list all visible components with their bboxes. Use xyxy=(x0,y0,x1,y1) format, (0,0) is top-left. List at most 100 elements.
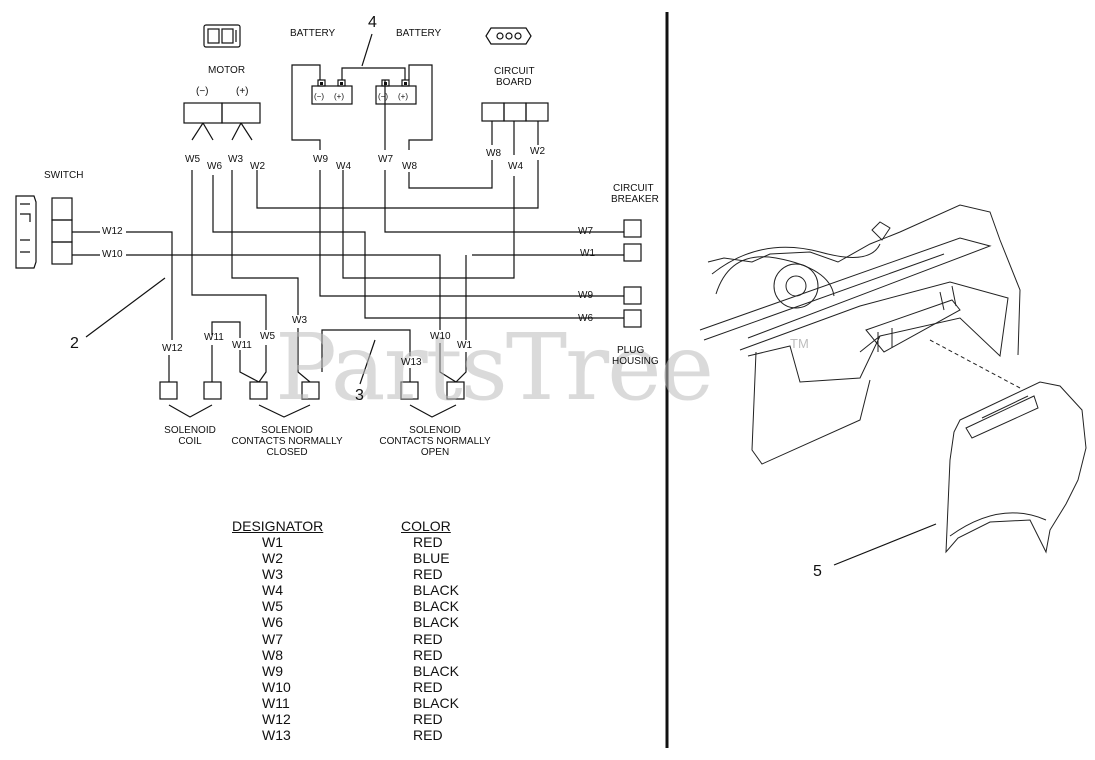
legend-designator-column: W1 W2 W3 W4 W5 W6 W7 W8 W9 W10 W11 W12 W… xyxy=(262,534,312,743)
wire-label: W8 xyxy=(486,148,501,159)
wire-label: W7 xyxy=(578,226,593,237)
legend-designator: W13 xyxy=(262,727,291,744)
switch-label: SWITCH xyxy=(44,170,84,181)
callout-2: 2 xyxy=(70,335,79,352)
legend-designator: W10 xyxy=(262,678,291,695)
legend-designator: W1 xyxy=(262,534,283,550)
wire-label: W1 xyxy=(580,248,595,259)
callout-3-leader xyxy=(359,339,376,385)
wire-label: W3 xyxy=(228,154,243,165)
circuit-board-label-1: CIRCUIT xyxy=(494,66,535,77)
wire-label: W10 xyxy=(102,249,123,260)
legend-designator: W12 xyxy=(262,711,291,728)
plug-housing-label-2: HOUSING xyxy=(612,356,659,367)
legend-designator: W2 xyxy=(262,550,283,567)
plug-housing-label-1: PLUG xyxy=(617,345,645,356)
motor-plus-label: (+) xyxy=(236,86,249,97)
legend-color: RED xyxy=(413,630,443,647)
wire-label: W7 xyxy=(378,154,393,165)
board-terminal-1 xyxy=(481,102,505,122)
wire-label: W2 xyxy=(530,146,545,157)
wire-label: W9 xyxy=(578,290,593,301)
battery-left-pos: (+) xyxy=(334,92,344,101)
wire-label: W10 xyxy=(430,331,451,342)
legend-color: BLACK xyxy=(413,598,459,615)
legend-color: BLACK xyxy=(413,694,459,711)
wire-label: W11 xyxy=(204,332,224,343)
legend-color: BLACK xyxy=(413,614,459,631)
solenoid-coil-label-1: SOLENOID xyxy=(164,425,216,436)
watermark: PartsTree xyxy=(275,314,714,421)
callout-5: 5 xyxy=(813,563,822,580)
legend-designator: W7 xyxy=(262,630,283,647)
legend-color: RED xyxy=(413,566,443,583)
board-terminal-3 xyxy=(525,102,549,122)
legend-designator: W11 xyxy=(262,694,290,711)
solenoid-no-label-2: CONTACTS NORMALLY xyxy=(379,436,491,447)
callout-2-leader xyxy=(85,277,166,338)
legend-designator: W4 xyxy=(262,582,283,599)
battery-right-label: BATTERY xyxy=(396,28,442,39)
legend-color: RED xyxy=(413,678,443,695)
legend-designator: W8 xyxy=(262,646,283,663)
circuit-breaker-label-1: CIRCUIT xyxy=(613,183,654,194)
solenoid-coil-label-2: COIL xyxy=(178,436,202,447)
callout-5-leader xyxy=(833,523,937,566)
mower-illustration xyxy=(699,204,1087,554)
legend-color: RED xyxy=(413,534,443,550)
wire-label: W3 xyxy=(292,315,307,326)
battery-left-neg: (−) xyxy=(314,92,324,101)
wire-label: W1 xyxy=(457,340,472,351)
legend-color-column: RED BLUE RED BLACK BLACK BLACK RED RED B… xyxy=(413,534,473,743)
battery-right-neg: (−) xyxy=(378,92,388,101)
wire-label: W2 xyxy=(250,161,265,172)
battery-right xyxy=(375,85,417,105)
motor-label: MOTOR xyxy=(208,65,246,76)
wire-label: W5 xyxy=(185,154,200,165)
legend-color: BLACK xyxy=(413,662,459,679)
motor-minus-label: (−) xyxy=(196,86,209,97)
circuit-board-connector-icon xyxy=(485,27,532,45)
legend-color: BLUE xyxy=(413,550,450,567)
wire-label: W12 xyxy=(162,343,183,354)
wire-label: W8 xyxy=(402,161,417,172)
wire-label: W4 xyxy=(508,161,523,172)
switch-icon xyxy=(15,195,37,269)
cb-terminal-2 xyxy=(623,243,642,262)
plug-terminal-1 xyxy=(623,286,642,305)
board-terminal-2 xyxy=(503,102,527,122)
wire-label: W6 xyxy=(207,161,222,172)
solenoid-nc-label-3: CLOSED xyxy=(266,447,308,458)
motor-connector-icon xyxy=(203,24,241,48)
wire-label: W6 xyxy=(578,313,593,324)
legend-designator: W5 xyxy=(262,598,283,615)
switch-body-1 xyxy=(51,197,73,221)
callout-3: 3 xyxy=(355,387,364,404)
wire-label: W4 xyxy=(336,161,351,172)
legend-designator-header: DESIGNATOR xyxy=(232,518,324,534)
solenoid-no-label-1: SOLENOID xyxy=(409,425,461,436)
solenoid-nc-label-2: CONTACTS NORMALLY xyxy=(231,436,343,447)
cb-terminal-1 xyxy=(623,219,642,238)
wire-label: W13 xyxy=(401,357,422,368)
watermark-tm: TM xyxy=(790,336,809,351)
legend-designator: W3 xyxy=(262,566,283,583)
solenoid-no-label-3: OPEN xyxy=(420,447,450,458)
wire-label: W11 xyxy=(232,340,252,351)
motor-terminal-neg xyxy=(183,102,223,124)
callout-4-leader xyxy=(361,33,373,67)
legend-color: RED xyxy=(413,727,443,744)
legend-color: BLACK xyxy=(413,582,459,599)
solenoid-nc-label-1: SOLENOID xyxy=(261,425,313,436)
callout-4: 4 xyxy=(368,14,377,31)
wire-label: W9 xyxy=(313,154,328,165)
wire-label: W5 xyxy=(260,331,275,342)
legend-color-header: COLOR xyxy=(401,518,451,534)
battery-left xyxy=(311,85,353,105)
battery-right-pos: (+) xyxy=(398,92,408,101)
battery-left-label: BATTERY xyxy=(290,28,336,39)
circuit-board-label-2: BOARD xyxy=(496,77,532,88)
circuit-breaker-label-2: BREAKER xyxy=(611,194,659,205)
